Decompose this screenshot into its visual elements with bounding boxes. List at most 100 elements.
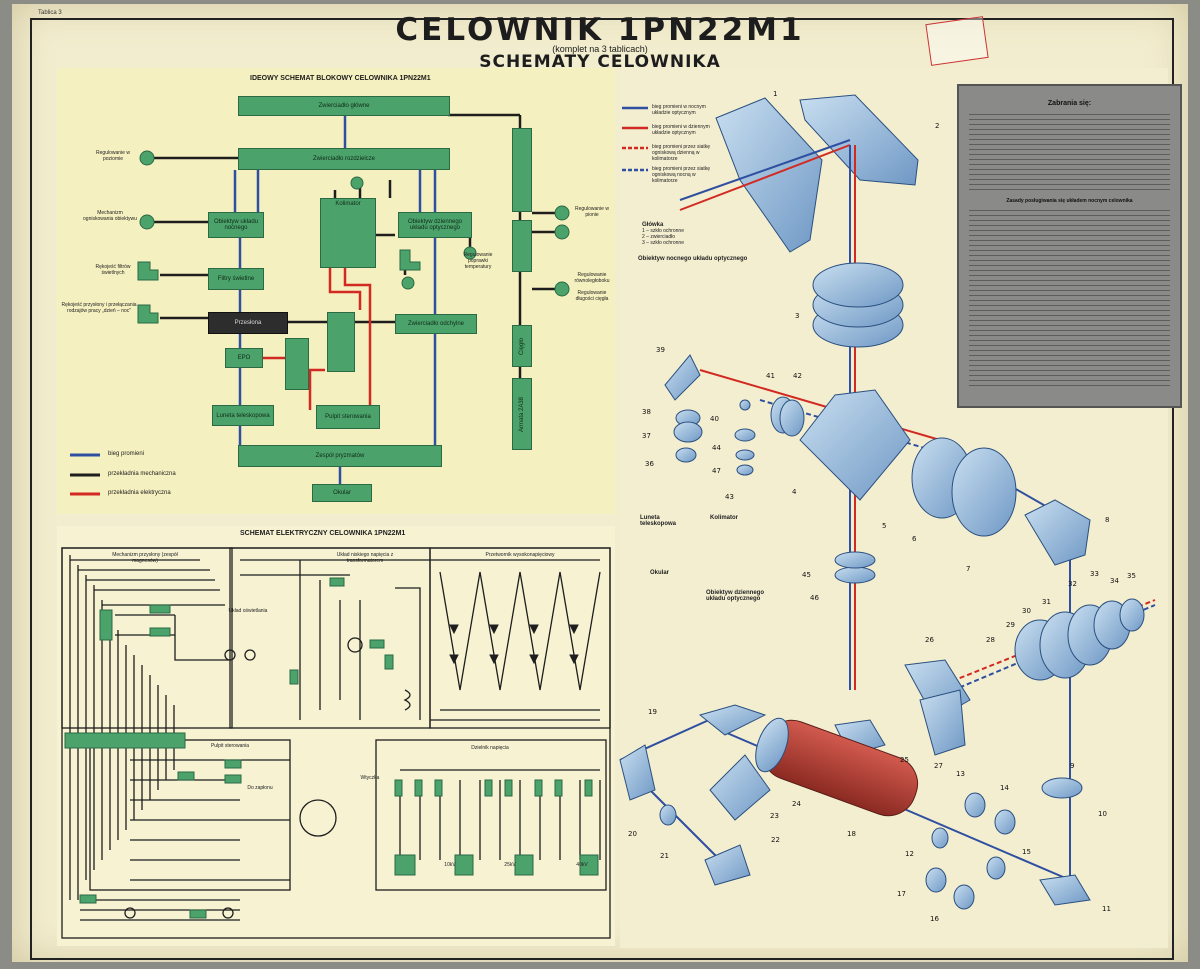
part-number-label: 31: [1042, 598, 1051, 606]
rod-length-label: Regulowanie długości cięgła: [575, 290, 609, 302]
warning-text-line: [969, 275, 1170, 276]
ignition-label: Do zapłonu: [247, 785, 273, 791]
warning-text-line: [969, 114, 1170, 115]
warning-text-line: [969, 285, 1170, 286]
block-diagram-title: IDEOWY SCHEMAT BLOKOWY CELOWNIKA 1PN22M1: [250, 75, 431, 82]
part-number-label: 34: [1110, 577, 1119, 585]
part-number-label: 38: [642, 408, 651, 416]
filters-box: Filtry świetlne: [208, 268, 264, 290]
warning-text-line: [969, 305, 1170, 306]
warning-text-line: [969, 360, 1170, 361]
warning-text-line: [969, 335, 1170, 336]
mechanism-box: [327, 312, 355, 372]
part-number-label: 15: [1022, 848, 1031, 856]
warning-text-line: [969, 184, 1170, 185]
main-mirror-box: Zwierciadło główne: [238, 96, 450, 116]
part-number-label: 39: [656, 346, 665, 354]
shield-box: Przesłona: [208, 312, 288, 334]
telescope-key: Luneta teleskopowa: [640, 515, 677, 527]
vertical-label: Regulowanie w pionie: [575, 206, 609, 218]
warning-text-line: [969, 215, 1170, 216]
plug-label: Wtyczka: [360, 775, 380, 781]
warning-text-line: [969, 189, 1170, 190]
warning-text-line: [969, 345, 1170, 346]
part-number-label: 26: [925, 636, 934, 644]
warning-text-line: [969, 260, 1170, 261]
warning-text-line: [969, 325, 1170, 326]
day-lens-key: Obiektyw dziennego układu optycznego: [706, 590, 765, 602]
rods-mechanism-box: [512, 128, 532, 212]
warning-text-line: [969, 245, 1170, 246]
parallel-label: Regulowanie równoległoboku: [574, 272, 610, 284]
part-number-label: 16: [930, 915, 939, 923]
part-number-label: 24: [792, 800, 801, 808]
warning-text-line: [969, 129, 1170, 130]
legend-electrical: przekładnia elektryczna: [108, 490, 171, 496]
part-number-label: 43: [725, 493, 734, 501]
part-number-label: 4: [792, 488, 797, 496]
mode-handle-label: Rękojeść przysłony i przełączania rodzaj…: [61, 302, 137, 314]
part-number-label: 6: [912, 535, 917, 543]
voltage-10: 10kV: [444, 862, 456, 868]
part-number-label: 19: [648, 708, 657, 716]
poster-frame: [30, 18, 1174, 960]
warning-text-line: [969, 139, 1170, 140]
warning-text-line: [969, 240, 1170, 241]
reflect-mirror-box: Zwierciadło odchylne: [395, 314, 477, 334]
prism-set-box: Zespół pryzmatów: [238, 445, 442, 467]
warning-text-line: [969, 134, 1170, 135]
voltage-40: 40kV: [576, 862, 588, 868]
part-number-label: 21: [660, 852, 669, 860]
warning-text-line: [969, 169, 1170, 170]
horizontal-label: Regulowanie w poziomie: [96, 150, 130, 162]
magnet-label: Mechanizm przysłony (zespół magnesów): [112, 552, 178, 564]
warning-text-line: [969, 370, 1170, 371]
part-number-label: 30: [1022, 607, 1031, 615]
section-title: SCHEMATY CELOWNIKA: [479, 52, 721, 72]
warning-text-line: [969, 300, 1170, 301]
fuse-box: [285, 338, 309, 390]
optics-legend-night: bieg promieni w nocnym układzie optyczny…: [652, 104, 706, 116]
voltage-25: 25kV: [504, 862, 516, 868]
part-number-label: 25: [900, 756, 909, 764]
control-panel-box: Pulpit sterowania: [316, 405, 380, 429]
warning-text-line: [969, 365, 1170, 366]
warning-panel: Zabrania się: Zasady posługiwania się uk…: [957, 84, 1182, 408]
night-lens-key: Obiektyw nocnego układu optycznego: [638, 256, 748, 262]
part-number-label: 46: [810, 594, 819, 602]
warning-text-line: [969, 385, 1170, 386]
warning-text-line: [969, 255, 1170, 256]
part-number-label: 27: [934, 762, 943, 770]
part-number-label: 28: [986, 636, 995, 644]
control-panel-label: Pulpit sterowania: [210, 743, 250, 749]
part-number-label: 11: [1102, 905, 1111, 913]
warning-subtitle: Zasady posługiwania się układem nocnym c…: [1006, 198, 1133, 204]
warning-text-line: [969, 280, 1170, 281]
head-key: Główka 1 – szkło ochronne 2 – zwierciadł…: [642, 222, 684, 246]
part-number-label: 13: [956, 770, 965, 778]
warning-title: Zabrania się:: [1047, 100, 1092, 107]
filter-handle-label: Rękojeść filtrów świetlnych: [95, 264, 131, 276]
part-number-label: 17: [897, 890, 906, 898]
part-number-label: 8: [1105, 516, 1110, 524]
part-number-label: 18: [847, 830, 856, 838]
warning-text-line: [969, 250, 1170, 251]
warning-text-line: [969, 149, 1170, 150]
warning-text-line: [969, 119, 1170, 120]
part-number-label: 40: [710, 415, 719, 423]
warning-text-line: [969, 270, 1170, 271]
telescope-box: Luneta teleskopowa: [212, 405, 274, 426]
focus-label: Mechanizm ogniskowania obiektywu: [83, 210, 137, 222]
part-number-label: 32: [1068, 580, 1077, 588]
part-number-label: 44: [712, 444, 721, 452]
warning-text-line: [969, 375, 1170, 376]
high-voltage-label: Przetwornik wysokonapięciowy: [485, 552, 555, 558]
part-number-label: 1: [773, 90, 778, 98]
part-number-label: 14: [1000, 784, 1009, 792]
epo-box: EPO: [225, 348, 263, 368]
part-number-label: 45: [802, 571, 811, 579]
warning-text-line: [969, 154, 1170, 155]
warning-text-line: [969, 220, 1170, 221]
